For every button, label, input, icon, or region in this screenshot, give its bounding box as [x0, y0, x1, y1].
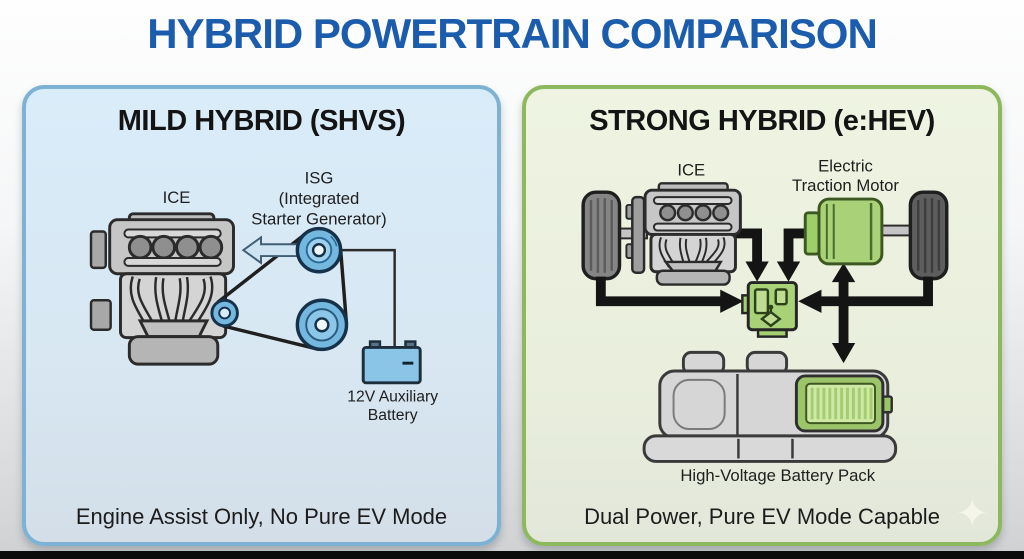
cylinder-port: [694, 204, 712, 222]
crank-pulley: [295, 298, 349, 352]
letterbox-bar: [0, 551, 1024, 559]
battery-wire: [340, 248, 396, 348]
motor-to-pcu-arrow: [783, 228, 806, 264]
traction-motor-illustration: [803, 197, 884, 266]
strong-hybrid-heading: STRONG HYBRID (e:HEV): [589, 105, 935, 137]
motor-body: [817, 197, 884, 266]
cylinder-port: [127, 234, 153, 260]
engine-mount-lower: [89, 299, 112, 331]
seat-contour: [672, 378, 726, 430]
engine-to-pcu-arrowhead: [745, 261, 769, 282]
ice-engine-small-illustration: [625, 182, 742, 286]
ice-label-strong: ICE: [677, 160, 705, 179]
oil-pan: [127, 335, 220, 366]
seat-cushion: [642, 434, 898, 463]
engine-pulley: [210, 298, 239, 328]
cylinder-port: [712, 204, 730, 222]
right-wheel-to-pcu-arrowhead: [798, 289, 822, 313]
isg-pulley: [295, 226, 343, 274]
power-control-unit: [741, 281, 798, 338]
motor-label-line1: Electric: [818, 157, 873, 176]
isg-label-line3: Starter Generator): [251, 210, 386, 229]
motor-label: Electric Traction Motor: [792, 157, 899, 196]
cylinder-port: [659, 204, 677, 222]
left-wheel-to-pcu-arrow: [595, 276, 722, 307]
mild-caption: Engine Assist Only, No Pure EV Mode: [75, 504, 448, 529]
sparkle-icon: ✦: [955, 491, 989, 537]
cylinder-port: [198, 234, 224, 260]
aux-battery-label-line2: Battery: [368, 407, 418, 424]
mild-hybrid-diagram: ICE ISG (Integrated Starter Generator): [89, 168, 438, 424]
strong-hybrid-panel: STRONG HYBRID (e:HEV) ICE Electric Tract…: [522, 85, 1002, 546]
motor-battery-arrowhead-down: [831, 343, 856, 364]
ice-engine-illustration: [89, 212, 235, 366]
exhaust-collector: [137, 319, 210, 339]
right-wheel-to-pcu-arrow: [819, 276, 933, 307]
hv-battery-pack-illustration: [794, 374, 893, 433]
left-wheel-to-pcu-arrowhead: [720, 289, 744, 313]
page-title: HYBRID POWERTRAIN COMPARISON: [147, 10, 878, 57]
battery-body: [361, 345, 422, 385]
engine-mount-bar: [631, 195, 646, 274]
motor-battery-arrowhead-up: [831, 262, 856, 283]
strong-caption: Dual Power, Pure EV Mode Capable: [584, 504, 940, 529]
valve-cover-slot-top: [652, 196, 733, 205]
power-flow-arrows: [595, 228, 933, 364]
isg-label: ISG (Integrated Starter Generator): [251, 168, 386, 228]
aux-battery-label: 12V Auxiliary Battery: [347, 388, 438, 424]
valve-cover-slot-bottom: [123, 257, 222, 267]
cylinder-port: [151, 234, 177, 260]
right-wheel: [908, 190, 949, 281]
right-axle: [878, 224, 914, 237]
ice-label: ICE: [163, 188, 191, 207]
valve-cover-slot-bottom: [652, 222, 733, 232]
motor-flange: [803, 211, 821, 256]
valve-cover-slot-top: [123, 228, 222, 239]
motor-to-pcu-arrowhead: [776, 261, 801, 282]
isg-label-line2: (Integrated: [279, 189, 360, 208]
strong-hybrid-diagram: ICE Electric Traction Motor: [581, 157, 949, 485]
motor-label-line2: Traction Motor: [792, 176, 899, 195]
isg-label-line1: ISG: [305, 168, 334, 187]
mild-hybrid-heading: MILD HYBRID (SHVS): [117, 105, 406, 137]
pack-cell-stripes: [810, 387, 873, 420]
aux-battery-illustration: [361, 340, 422, 385]
mild-hybrid-panel: MILD HYBRID (SHVS) ICE ISG (Integrated S…: [22, 85, 501, 546]
oil-pan: [655, 269, 731, 286]
hv-battery-label: High-Voltage Battery Pack: [680, 466, 875, 485]
aux-battery-label-line1: 12V Auxiliary: [347, 388, 438, 405]
cylinder-port: [676, 204, 694, 222]
engine-to-pcu-arrow: [735, 228, 762, 264]
left-wheel: [581, 190, 622, 281]
cylinder-port: [175, 234, 200, 260]
engine-mount-upper: [89, 230, 107, 270]
